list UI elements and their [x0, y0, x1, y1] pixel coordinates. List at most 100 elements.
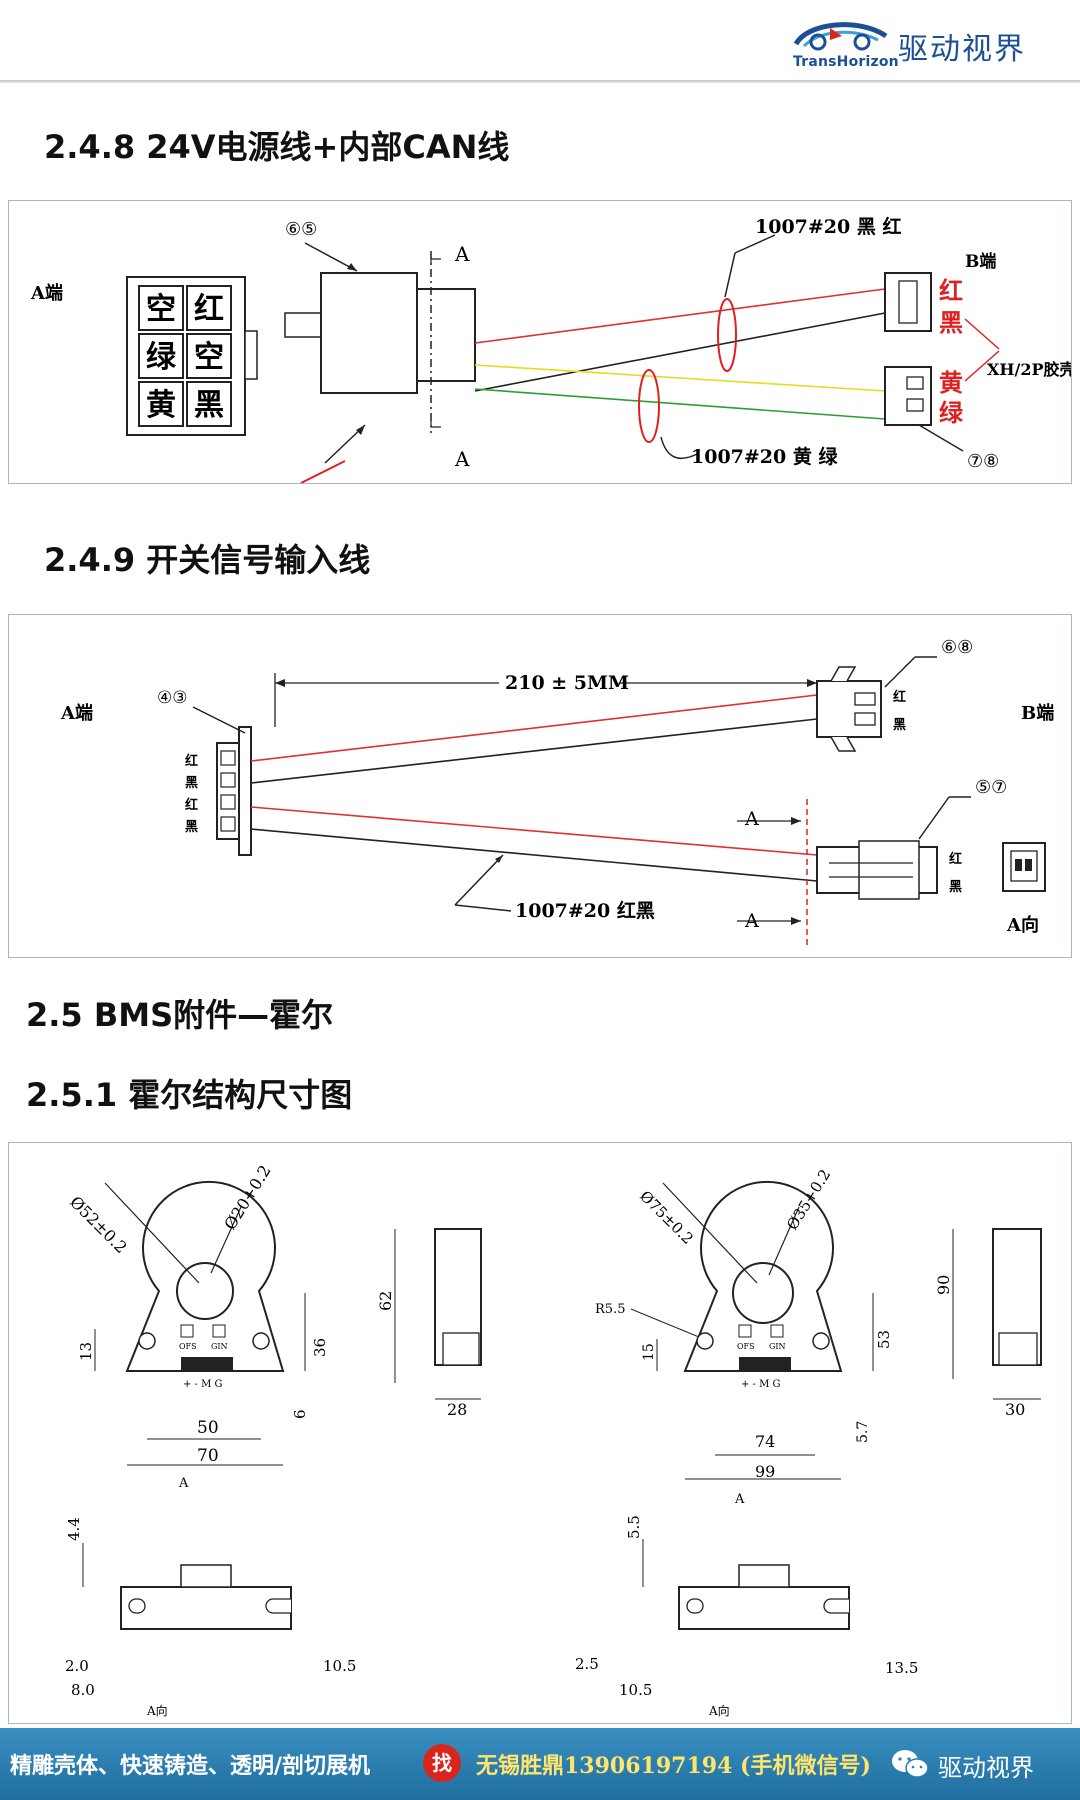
dim-offset-a: 2.0	[65, 1657, 89, 1675]
pin-cell: 绿	[146, 340, 177, 375]
dim-gap: 6	[291, 1409, 309, 1419]
hall-sensor-left	[104, 1181, 285, 1372]
wechat-icon	[892, 1750, 929, 1778]
heading-2-5-1: 2.5.1 霍尔结构尺寸图	[26, 1076, 353, 1114]
brand-chinese: 驱动视界	[898, 32, 1026, 67]
view-label: A	[178, 1476, 189, 1491]
section-a-top: A	[744, 808, 759, 830]
dim-side-width: 30	[1005, 1400, 1025, 1419]
item-ref-68: ⑥⑧	[941, 637, 973, 658]
conn-label: 黑	[949, 880, 962, 895]
view-a-label: A向	[1006, 914, 1039, 936]
dim-w-outer: 99	[755, 1462, 775, 1481]
housing-label: XH/2P胶壳	[987, 360, 1071, 379]
wire-red	[250, 694, 818, 762]
heading-2-4-9: 2.4.9 开关信号输入线	[44, 541, 371, 579]
brand-logo: TransHorizon 驱动视界	[790, 14, 1070, 76]
wire-red	[250, 806, 818, 856]
b-connector-bottom	[884, 366, 932, 426]
brand-english: TransHorizon	[793, 54, 899, 70]
conn-label: 黑	[939, 308, 963, 337]
wire-red	[474, 288, 886, 344]
conn-label: 绿	[939, 398, 964, 427]
dim-slot: 10.5	[323, 1657, 356, 1675]
dim-h-mount: 53	[875, 1330, 893, 1349]
dim-w-outer: 70	[197, 1446, 219, 1466]
dim-offset-b: 10.5	[619, 1681, 652, 1699]
dim-gap: 5.7	[855, 1421, 871, 1443]
dim-h-left: 15	[641, 1343, 657, 1361]
top-view-right	[678, 1586, 850, 1630]
conn-label: 黑	[893, 718, 906, 733]
section-a-top: A	[454, 242, 470, 266]
hall-sensor-right	[662, 1181, 843, 1372]
find-badge: 找	[423, 1744, 461, 1782]
view-label: A	[734, 1492, 745, 1507]
conn-label: 红	[893, 689, 906, 705]
pin-cell: 黄	[146, 388, 176, 423]
dim-hole-radius: R5.5	[595, 1302, 625, 1317]
plug-body	[320, 272, 418, 394]
b-connector-top	[816, 680, 882, 738]
dim-h-total: 62	[376, 1291, 395, 1311]
item-ref-78: ⑦⑧	[967, 451, 999, 472]
dim-offset-a: 2.5	[575, 1655, 599, 1673]
footer-contact: 无锡胜鼎13906197194 (手机微信号)	[476, 1753, 871, 1779]
pin-cell: 空	[194, 340, 224, 375]
conn-label: 红	[949, 851, 962, 867]
top-view-left	[120, 1586, 292, 1630]
dim-h-mount: 36	[311, 1338, 329, 1357]
pin-cell: 红	[194, 292, 224, 327]
dim-side-width: 28	[447, 1400, 467, 1419]
wire-spec: 1007#20 红黑	[515, 899, 655, 922]
view-direction: A向	[146, 1703, 168, 1718]
section-a-bottom: A	[744, 910, 759, 932]
dim-h-left: 13	[77, 1342, 95, 1361]
wire-black	[250, 718, 818, 784]
pin-cell: 空	[146, 292, 176, 327]
pin-cell: 黑	[194, 388, 224, 423]
dim-w-inner: 74	[755, 1432, 775, 1451]
dim-thickness-top: 4.4	[65, 1517, 83, 1541]
item-ref-57: ⑤⑦	[975, 777, 1007, 798]
conn-label: 红	[939, 276, 963, 305]
pcb-label: OFS	[737, 1342, 755, 1351]
view-direction: A向	[708, 1703, 730, 1718]
item-ref-65: ⑥⑤	[285, 219, 317, 240]
length-dimension: 210 ± 5MM	[505, 672, 629, 694]
item-ref-43: ④③	[157, 688, 187, 708]
footer-ad-text: 精雕壳体、快速铸造、透明/剖切展机	[10, 1753, 371, 1779]
wire-black	[250, 828, 818, 882]
pcb-label: GIN	[211, 1342, 228, 1351]
wechat-account-name: 驱动视界	[938, 1754, 1034, 1782]
wire-black	[474, 312, 886, 392]
dim-slot: 13.5	[885, 1659, 918, 1677]
a-end-label: A端	[60, 703, 93, 724]
section-a-bottom: A	[454, 447, 470, 471]
dim-outer-diameter: Ø52±0.2	[66, 1192, 131, 1257]
pin-labels: + - M G	[183, 1379, 223, 1390]
wire-green	[474, 388, 886, 420]
header-divider	[0, 80, 1080, 83]
dim-offset-b: 8.0	[71, 1681, 95, 1699]
wire-spec-top: 1007#20 黑 红	[755, 215, 901, 238]
dim-outer-diameter: Ø75±0.2	[636, 1187, 697, 1248]
pcb-label: GIN	[769, 1342, 786, 1351]
diagram-switch-signal-cable: A端 B端 红 黑 红 黑 ④③ 210 ± 5MM 红 黑 ⑥⑧ A A 红 …	[8, 614, 1072, 958]
heading-2-4-8: 2.4.8 24V电源线+内部CAN线	[44, 128, 510, 166]
diagram-hall-sensor-dimensions: Ø52±0.2 Ø20+0.2 OFS GIN + - M G 13 36 6 …	[8, 1142, 1072, 1724]
b-end-label: B端	[1021, 703, 1054, 724]
dim-h-total: 90	[934, 1275, 953, 1295]
pin-label: 红	[185, 797, 198, 813]
wire-spec-bottom: 1007#20 黄 绿	[691, 445, 838, 468]
dim-w-inner: 50	[197, 1418, 219, 1438]
a-end-label: A端	[30, 283, 63, 304]
pin-label: 黑	[185, 776, 198, 791]
conn-label: 黄	[939, 368, 963, 397]
heading-2-5: 2.5 BMS附件—霍尔	[26, 996, 334, 1034]
dim-thickness-top: 5.5	[625, 1515, 643, 1539]
footer-ad-banner: 精雕壳体、快速铸造、透明/剖切展机 找 无锡胜鼎13906197194 (手机微…	[0, 1728, 1080, 1800]
pin-label: 黑	[185, 820, 198, 835]
pin-labels: + - M G	[741, 1379, 781, 1390]
pin-label: 红	[185, 753, 198, 769]
